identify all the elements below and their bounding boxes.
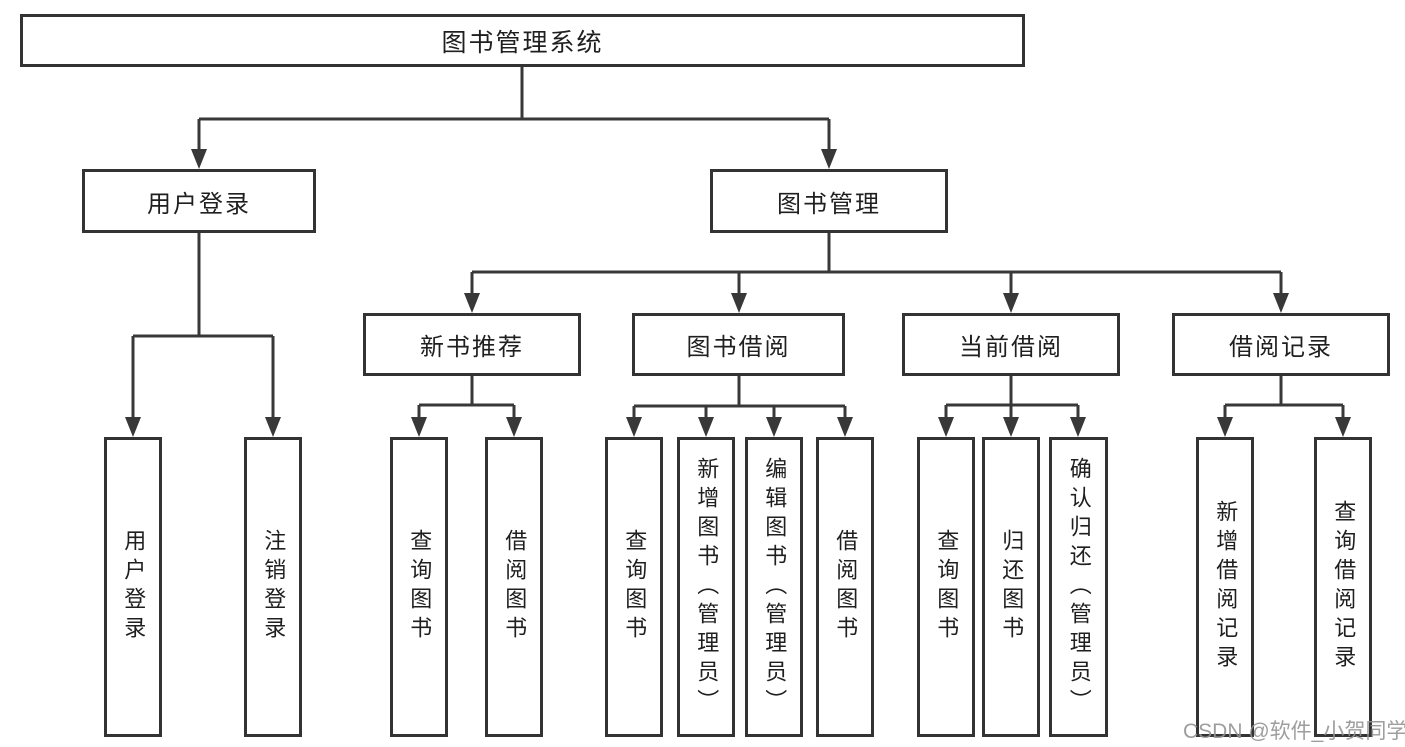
node-label: 查询图书 — [622, 529, 648, 645]
leaf-return-book: 归还图书 — [982, 437, 1040, 737]
node-label: 图书借阅 — [686, 334, 791, 361]
node-label: 注销登录 — [261, 529, 287, 645]
node-label: 图书管理系统 — [441, 28, 604, 57]
leaf-user-login: 用户登录 — [104, 437, 162, 737]
connector-paths — [131, 67, 1345, 421]
node-label: 新书推荐 — [420, 334, 524, 361]
node-label: 新增图书（管理员） — [694, 456, 720, 718]
leaf-confirm-return-admin: 确认归还（管理员） — [1049, 437, 1108, 737]
leaf-query-book-borrow: 查询图书 — [605, 437, 663, 737]
arrowheads — [125, 149, 1351, 437]
node-label: 新增借阅记录 — [1213, 500, 1239, 674]
node-book-management: 图书管理 — [710, 169, 948, 233]
node-label: 归还图书 — [999, 529, 1025, 645]
node-library-management-system: 图书管理系统 — [20, 14, 1025, 67]
node-label: 用户登录 — [147, 190, 251, 218]
node-current-borrow: 当前借阅 — [902, 313, 1120, 376]
csdn-watermark: CSDN @软件_小贺同学 — [1183, 720, 1405, 743]
node-label: 确认归还（管理员） — [1066, 456, 1092, 718]
node-label: 查询借阅记录 — [1331, 500, 1357, 674]
node-label: 借阅图书 — [502, 529, 528, 645]
leaf-query-borrow-record: 查询借阅记录 — [1314, 437, 1372, 737]
node-user-login: 用户登录 — [82, 169, 316, 233]
node-label: 借阅图书 — [833, 529, 859, 645]
node-label: 借阅记录 — [1229, 334, 1333, 361]
leaf-edit-book-admin: 编辑图书（管理员） — [745, 437, 803, 737]
node-label: 编辑图书（管理员） — [762, 456, 788, 718]
node-book-borrow: 图书借阅 — [632, 313, 845, 376]
leaf-query-book-recommend: 查询图书 — [390, 437, 448, 737]
node-label: 查询图书 — [934, 529, 960, 645]
node-label: 用户登录 — [121, 529, 147, 645]
leaf-add-borrow-record: 新增借阅记录 — [1196, 437, 1254, 737]
leaf-query-book-current: 查询图书 — [917, 437, 975, 737]
node-label: 图书管理 — [777, 190, 881, 218]
node-label: 当前借阅 — [959, 334, 1063, 361]
node-label: 查询图书 — [407, 529, 433, 645]
leaf-borrow-book-recommend: 借阅图书 — [485, 437, 543, 737]
node-new-book-recommend: 新书推荐 — [363, 313, 581, 376]
leaf-logout: 注销登录 — [244, 437, 302, 737]
leaf-borrow-book: 借阅图书 — [816, 437, 874, 737]
leaf-add-book-admin: 新增图书（管理员） — [677, 437, 735, 737]
node-borrow-record: 借阅记录 — [1172, 313, 1390, 376]
